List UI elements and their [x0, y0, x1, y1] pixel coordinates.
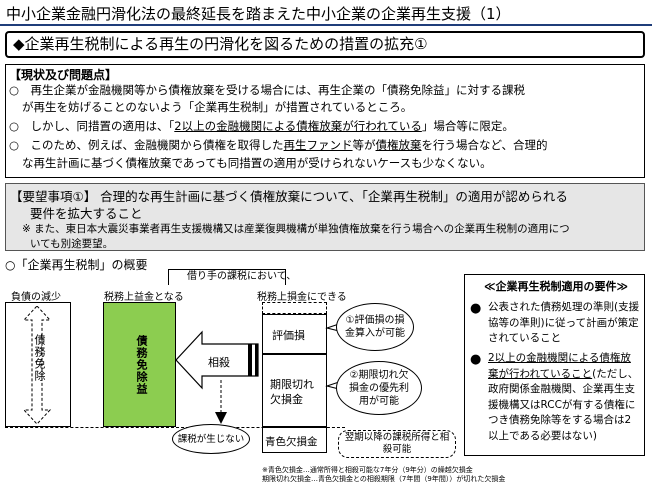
requirement-1: 公表された債務処理の準則(支援協等の準則)に従って計画が策定されていること	[488, 301, 640, 344]
status-line-3-forgive: 債権放棄	[375, 138, 422, 152]
blue-loss-text: 青色欠損金	[265, 436, 318, 448]
requirement-2-underlined: 2以上の金融機関による債権放棄が行われていること	[488, 352, 631, 380]
deductible-top-dashed	[262, 302, 327, 314]
expired-loss-box	[262, 354, 327, 427]
col-debt-reduction-label: 負債の減少	[11, 292, 61, 303]
bubble-expired-loss: ②期限切れ欠損金の優先利用が可能	[336, 361, 422, 415]
request-note-1: ※ また、東日本大震災事業者再生支援機構又は産業復興機構が単独債権放棄を行う場合…	[22, 223, 570, 235]
status-line-2-underlined: 2以上の金融機関による債権放棄が行われている	[174, 119, 422, 133]
expired-loss-text-1: 期限切れ	[270, 378, 314, 391]
double-arrow-icon	[22, 306, 52, 424]
carryover-note: 翌期以降の課税所得と相殺可能	[338, 430, 456, 458]
status-line-3-fund: 再生ファンド	[283, 138, 353, 152]
bullet-1-icon: ●	[470, 301, 482, 316]
expired-loss-text-2: 欠損金	[270, 393, 303, 406]
request-note-2: いても別途要望。	[30, 238, 114, 250]
status-line-1a: ○ 再生企業が金融機関等から債権放棄を受ける場合には、再生企業の「債務免除益」に…	[9, 83, 526, 97]
request-line-2: 要件を拡大すること	[30, 206, 143, 221]
status-line-3: ○ このため、例えば、金融機関から債権を取得した再生ファンド等が債権放棄を行う場…	[9, 137, 547, 153]
callout-label: 借り手の課税において、	[168, 269, 296, 285]
status-line-3-part-b: 等が	[352, 138, 376, 152]
status-line-2-part-b: 」場合等に限定。	[421, 119, 514, 133]
requirements-box	[464, 274, 645, 456]
no-tax-bubble: 課税が生じない	[172, 424, 250, 454]
requirement-2-detail: (ただし、政府関係金融機関、企業再生支援機構又はRCCが有する債権につき債務免除…	[488, 367, 639, 442]
debt-gain-text: 債務免除益	[135, 335, 148, 395]
no-tax-arrow-icon	[215, 380, 227, 424]
bullet-2-icon: ●	[470, 352, 482, 367]
footnote-2: 期限切れ欠損金…青色欠損金との相殺期限（7年間（9年間））が切れた欠損金	[262, 475, 506, 483]
debt-gain-box	[103, 302, 176, 427]
valuation-loss-box	[262, 314, 327, 354]
offset-arrow-icon	[176, 330, 259, 390]
offset-label: 相殺	[208, 356, 230, 369]
overview-heading: ○「企業再生税制」の概要	[5, 258, 148, 272]
debt-forgiveness-text: 債務免除	[33, 334, 46, 382]
col-deductible-label: 税務上損金にできる	[257, 292, 347, 303]
title-divider	[0, 24, 652, 26]
request-section	[5, 183, 645, 251]
request-line-1: 【要望事項①】 合理的な再生計画に基づく債権放棄について、「企業再生税制」の適用…	[10, 189, 568, 204]
status-line-3-part-c: を行う場合など、合理的	[421, 138, 548, 152]
blue-loss-box	[262, 427, 327, 453]
status-line-3d: な再生計画に基づく債権放棄であっても同措置の適用が受けられないケースも少なくない…	[22, 156, 492, 170]
footnote-1: ※青色欠損金…通常所得と相殺可能な7年分（9年分）の繰越欠損金	[262, 466, 473, 474]
status-line-3-part-a: ○ このため、例えば、金融機関から債権を取得した	[9, 138, 284, 152]
requirements-heading: ≪企業再生税制適用の要件≫	[484, 280, 629, 293]
baseline-divider	[5, 427, 345, 428]
subtitle-banner: ◆企業再生税制による再生の円滑化を図るための措置の拡充①	[5, 31, 645, 58]
status-line-2: ○ しかし、同措置の適用は、「2以上の金融機関による債権放棄が行われている」場合…	[9, 118, 514, 134]
requirement-2: 2以上の金融機関による債権放棄が行われていること(ただし、政府関係金融機関、企業…	[488, 351, 640, 444]
status-heading: 【現状及び問題点】	[9, 68, 118, 82]
col-taxable-gain-label: 税務上益金となる	[104, 292, 184, 303]
bubble-valuation-loss: ①評価損の損金算入が可能	[336, 303, 414, 351]
status-line-1b: が再生を妨げることのないよう「企業再生税制」が措置されているところ。	[22, 100, 413, 114]
status-section	[5, 64, 645, 178]
page-title: 中小企業金融円滑化法の最終延長を踏まえた中小企業の企業再生支援（1）	[6, 5, 511, 23]
status-line-2-part-a: ○ しかし、同措置の適用は、「	[9, 119, 175, 133]
valuation-loss-text: 評価損	[272, 329, 305, 342]
